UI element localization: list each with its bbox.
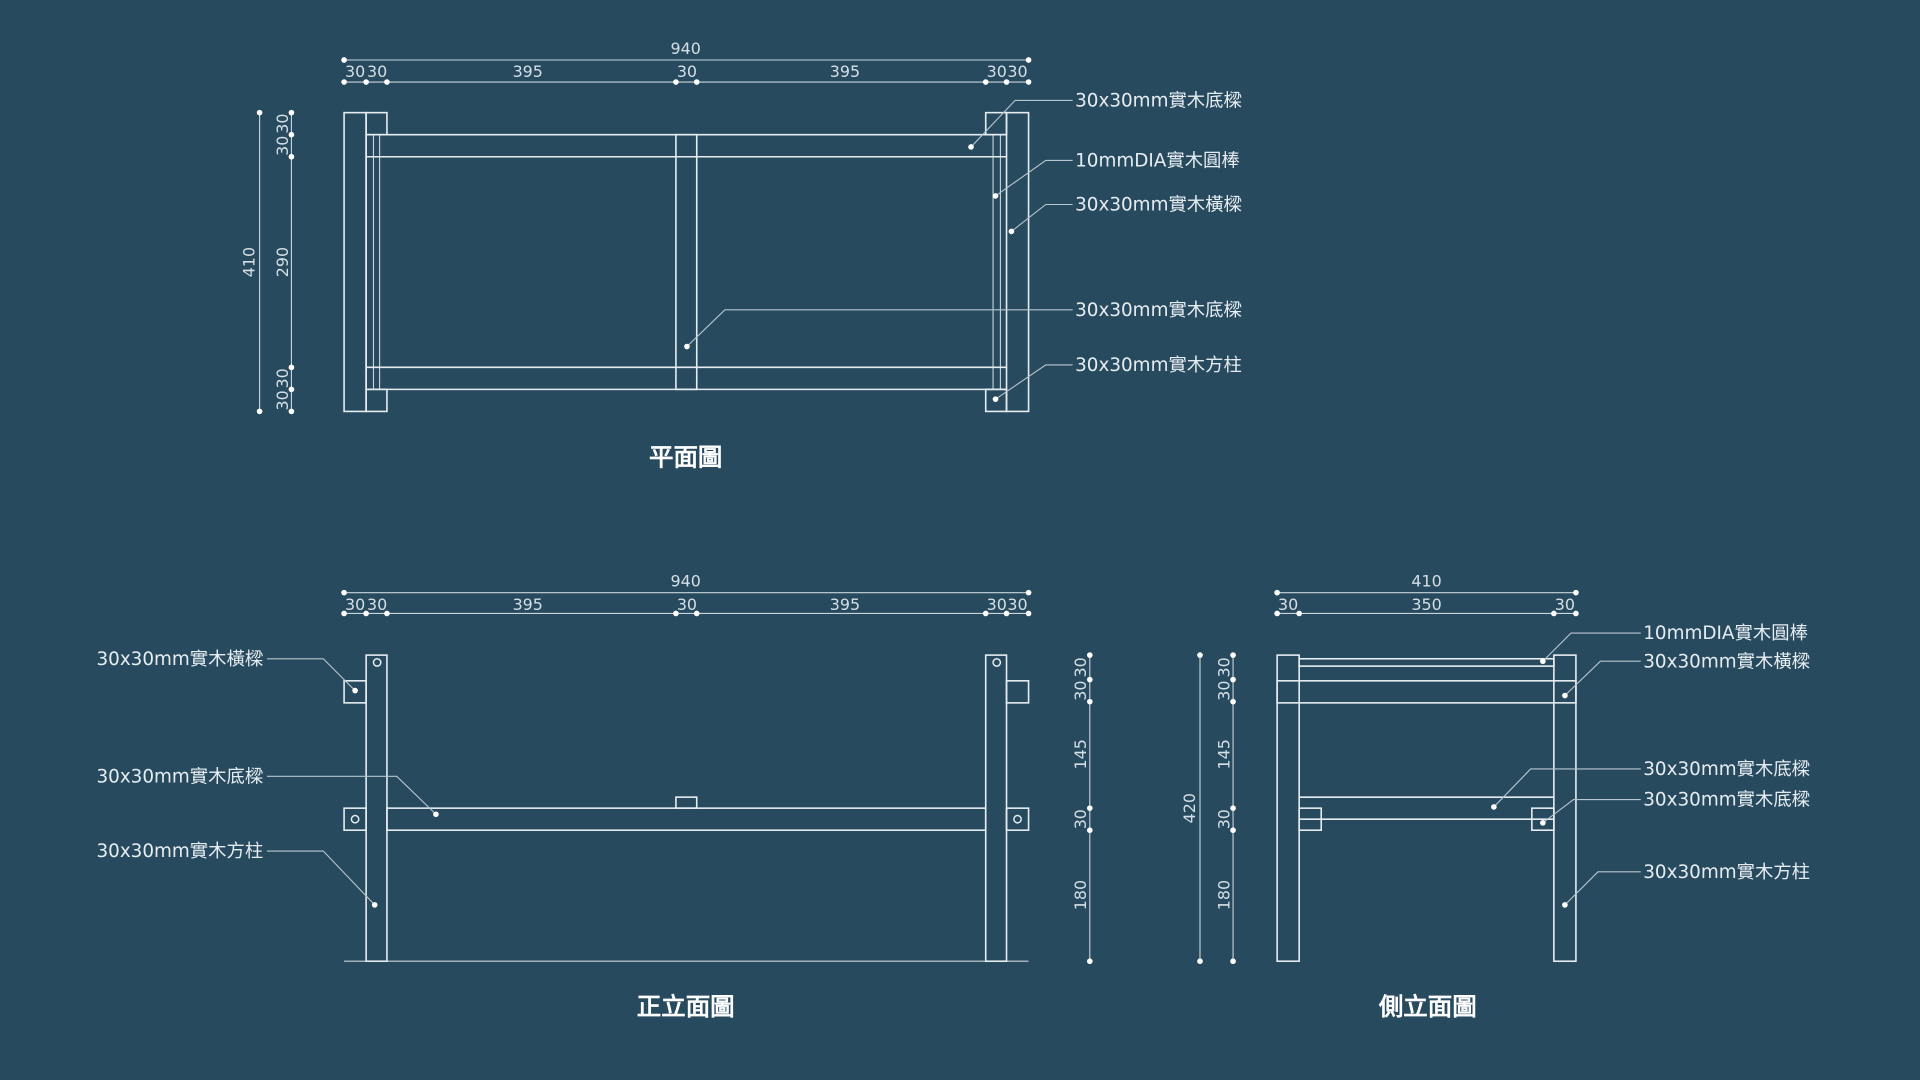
- plan-label-5: 30x30mm實木方柱: [1075, 355, 1242, 376]
- plan-dim-d: 30: [677, 62, 697, 81]
- plan-dim-f: 30: [987, 62, 1007, 81]
- side-dim-v-overall: 420: [1180, 793, 1199, 823]
- front-dim-v1: 30: [1071, 657, 1090, 677]
- plan-dim-v5: 30: [273, 390, 292, 410]
- plan-frame: [343, 111, 1030, 413]
- plan-label-1: 30x30mm實木底樑: [1075, 91, 1242, 112]
- front-dim-g: 30: [1007, 595, 1027, 614]
- side-frame: [1276, 654, 1577, 963]
- front-dim-v5: 180: [1071, 880, 1090, 910]
- side-dim-v4: 30: [1214, 809, 1233, 829]
- side-dim-c: 30: [1555, 595, 1575, 614]
- side-label-2: 30x30mm實木橫樑: [1643, 651, 1810, 672]
- side-dim-b: 350: [1411, 595, 1441, 614]
- side-dim-a: 30: [1278, 595, 1298, 614]
- side-view: 410 30 350 30 420 30 30 145 30 180: [1180, 572, 1810, 1022]
- plan-label-2: 10mmDIA實木圓棒: [1075, 151, 1240, 172]
- side-dim-v2: 30: [1214, 680, 1233, 700]
- side-label-1: 10mmDIA實木圓棒: [1643, 623, 1808, 644]
- side-label-5: 30x30mm實木方柱: [1643, 862, 1810, 883]
- plan-dim-v3: 290: [273, 247, 292, 277]
- plan-dim-overall: 940: [671, 39, 701, 58]
- plan-dim-g: 30: [1007, 62, 1027, 81]
- side-dim-overall: 410: [1411, 572, 1441, 591]
- front-label-3: 30x30mm實木方柱: [96, 841, 263, 862]
- front-dim-v3: 145: [1071, 739, 1090, 769]
- front-dim-overall: 940: [671, 572, 701, 591]
- side-label-4: 30x30mm實木底樑: [1643, 790, 1810, 811]
- side-dim-v3: 145: [1214, 739, 1233, 769]
- front-dim-c: 395: [513, 595, 543, 614]
- front-dim-v2: 30: [1071, 680, 1090, 700]
- plan-label-4: 30x30mm實木底樑: [1075, 300, 1242, 321]
- front-dim-a: 30: [345, 595, 365, 614]
- front-dim-b: 30: [367, 595, 387, 614]
- side-label-3: 30x30mm實木底樑: [1643, 759, 1810, 780]
- plan-view: 940 30 30 395 30 395 30 30 410 30 30 290…: [240, 39, 1242, 471]
- front-label-2: 30x30mm實木底樑: [96, 766, 263, 787]
- plan-dim-v1: 30: [273, 114, 292, 134]
- plan-dim-v2: 30: [273, 136, 292, 156]
- front-frame: [343, 654, 1030, 963]
- front-title: 正立面圖: [637, 992, 735, 1021]
- front-label-1: 30x30mm實木橫樑: [96, 649, 263, 670]
- plan-dim-c: 395: [513, 62, 543, 81]
- plan-title: 平面圖: [649, 442, 722, 471]
- front-view: 940 30 30 395 30 395 30 30 30 30 145 30 …: [96, 572, 1093, 1021]
- plan-dim-v-overall: 410: [240, 247, 259, 277]
- plan-dim-e: 395: [830, 62, 860, 81]
- plan-dim-v4: 30: [273, 368, 292, 388]
- front-dim-f: 30: [987, 595, 1007, 614]
- front-dim-d: 30: [677, 595, 697, 614]
- side-title: 側立面圖: [1378, 992, 1477, 1021]
- front-dim-e: 395: [830, 595, 860, 614]
- front-dim-v4: 30: [1071, 809, 1090, 829]
- side-dim-v1: 30: [1214, 657, 1233, 677]
- plan-label-3: 30x30mm實木橫樑: [1075, 195, 1242, 216]
- side-dim-v5: 180: [1214, 880, 1233, 910]
- plan-dim-a: 30: [345, 62, 365, 81]
- plan-dim-b: 30: [367, 62, 387, 81]
